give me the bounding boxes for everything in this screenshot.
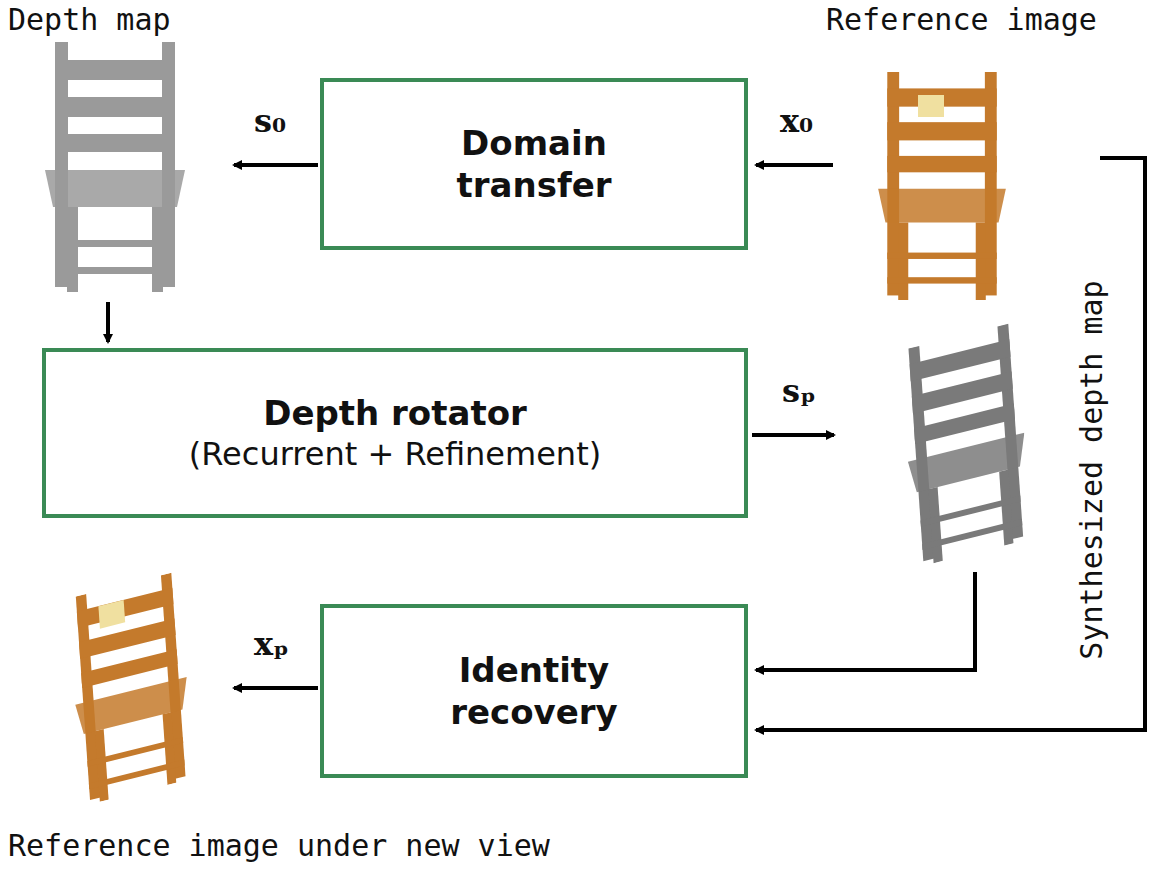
signal-symbol: xₚ bbox=[252, 625, 291, 663]
box-title: Identity recovery bbox=[414, 649, 654, 734]
signal-symbol: s₀ bbox=[252, 102, 288, 140]
process-box: Domain transfer bbox=[320, 78, 748, 250]
signal-symbol: x₀ bbox=[778, 102, 815, 140]
caption-label: Depth map bbox=[8, 2, 171, 38]
box-title: Depth rotator bbox=[263, 392, 527, 435]
caption-label: Reference image under new view bbox=[8, 828, 550, 864]
rotated-depth-chair bbox=[900, 322, 1032, 568]
reference-chair bbox=[878, 72, 1006, 300]
caption-label: Reference image bbox=[826, 2, 1097, 38]
new-view-chair bbox=[68, 571, 194, 806]
signal-symbol: sₚ bbox=[780, 372, 818, 410]
box-subtitle: (Recurrent + Refinement) bbox=[189, 434, 601, 474]
box-title: Domain transfer bbox=[414, 122, 654, 207]
chair-tag bbox=[918, 95, 944, 117]
caption-label: Synthesized depth map bbox=[1074, 280, 1110, 659]
process-box: Identity recovery bbox=[320, 604, 748, 778]
depth-chair bbox=[45, 42, 185, 292]
process-box: Depth rotator(Recurrent + Refinement) bbox=[42, 348, 748, 518]
